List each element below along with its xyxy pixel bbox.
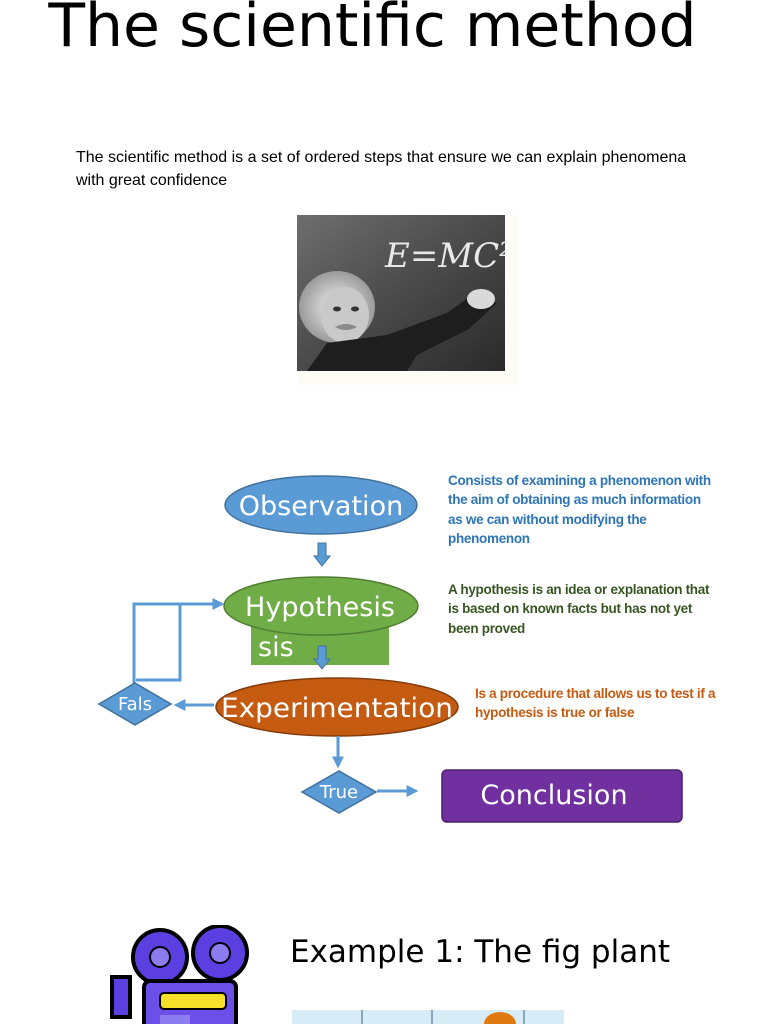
true-diamond <box>300 770 378 814</box>
einstein-image: E=MC² <box>297 215 505 371</box>
movie-camera-icon <box>110 925 249 1024</box>
false-diamond <box>97 682 173 726</box>
flow-diagram: Observation Hypothesis sis Experimentati… <box>97 475 683 823</box>
arm-shape <box>307 293 497 371</box>
formula-text: E=MC² <box>384 236 505 276</box>
intro-text: The scientific method is a set of ordere… <box>76 149 687 189</box>
hand-shape <box>467 289 495 309</box>
experimentation-label: Experimentation <box>221 693 453 724</box>
hypothesis-description: A hypothesis is an idea or explanation t… <box>448 582 710 636</box>
true-label: True <box>319 782 358 803</box>
einstein-photo: E=MC² <box>297 215 519 385</box>
false-label: Fals <box>118 694 152 715</box>
conclusion-label: Conclusion <box>480 780 627 811</box>
page-title: The scientific method <box>48 0 697 61</box>
observation-description: Consists of examining a phenomenon with … <box>448 473 711 546</box>
hypothesis-label: Hypothesis <box>245 592 395 623</box>
fig-plant-image <box>292 1010 564 1024</box>
arrow-obs-hyp <box>312 542 332 567</box>
experimentation-description: Is a procedure that allows us to test if… <box>475 686 716 721</box>
observation-node <box>224 475 418 535</box>
example-title: Example 1: The fig plant <box>290 934 671 970</box>
arrow-hyp-exp <box>312 645 332 670</box>
hypothesis-overflow-label: sis <box>258 632 294 663</box>
mustache-shape <box>335 324 357 330</box>
feedback-loop-line <box>136 604 182 682</box>
observation-label: Observation <box>239 491 403 522</box>
conclusion-node <box>441 769 683 823</box>
feedback-arrow <box>132 598 225 685</box>
face-shape <box>321 287 369 343</box>
